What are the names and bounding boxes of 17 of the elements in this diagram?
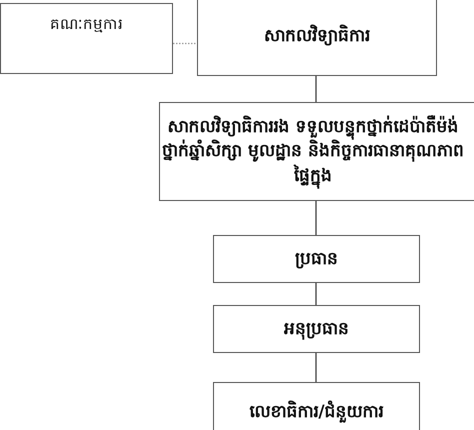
box-label: លេខាធិការ/ជំនួយការ (249, 400, 384, 424)
box-label: អនុប្រធាន (284, 318, 349, 342)
box-label: សាកលវិទ្យាធិការ (264, 24, 370, 48)
org-box (0, 3, 173, 74)
org-box (213, 305, 420, 353)
org-box (213, 235, 420, 283)
org-box (213, 382, 420, 430)
org-box (197, 0, 437, 76)
box-label: ប្រធាន (295, 248, 338, 271)
connector-line (173, 42, 197, 44)
connector-line (315, 201, 317, 235)
connector-line (315, 353, 317, 382)
box-label: សាកលវិទ្យាធិការរង ទទួលបន្ទុកថ្នាក់ដេប៉ាតឺម៉ង់ថ្នាក់ឆ្នាំសិក្សា មូលដ្ឋាន និងកិច្ចការធានាគុណភាពផ្ទៃក្នុង (160, 114, 466, 188)
connector-line (315, 283, 317, 305)
box-label: គណៈកម្មការ (50, 14, 123, 35)
org-box (159, 102, 474, 201)
connector-line (315, 76, 317, 102)
